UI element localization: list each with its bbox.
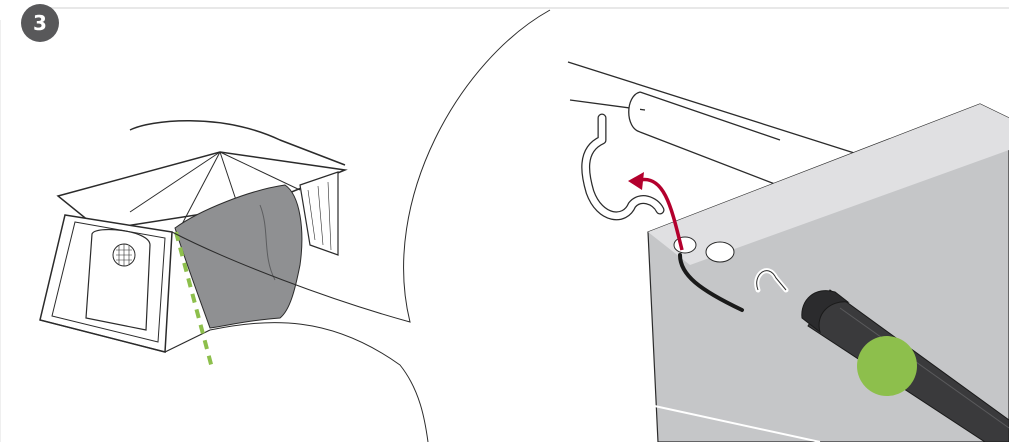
step-number-label: 3 <box>33 13 47 33</box>
awning-hook-icon <box>586 118 660 216</box>
step-number-badge: 3 <box>21 4 59 42</box>
green-marker-circle <box>857 336 917 396</box>
zoom-lens-lower-outline <box>210 323 428 442</box>
awning-tent-icon <box>40 121 345 352</box>
